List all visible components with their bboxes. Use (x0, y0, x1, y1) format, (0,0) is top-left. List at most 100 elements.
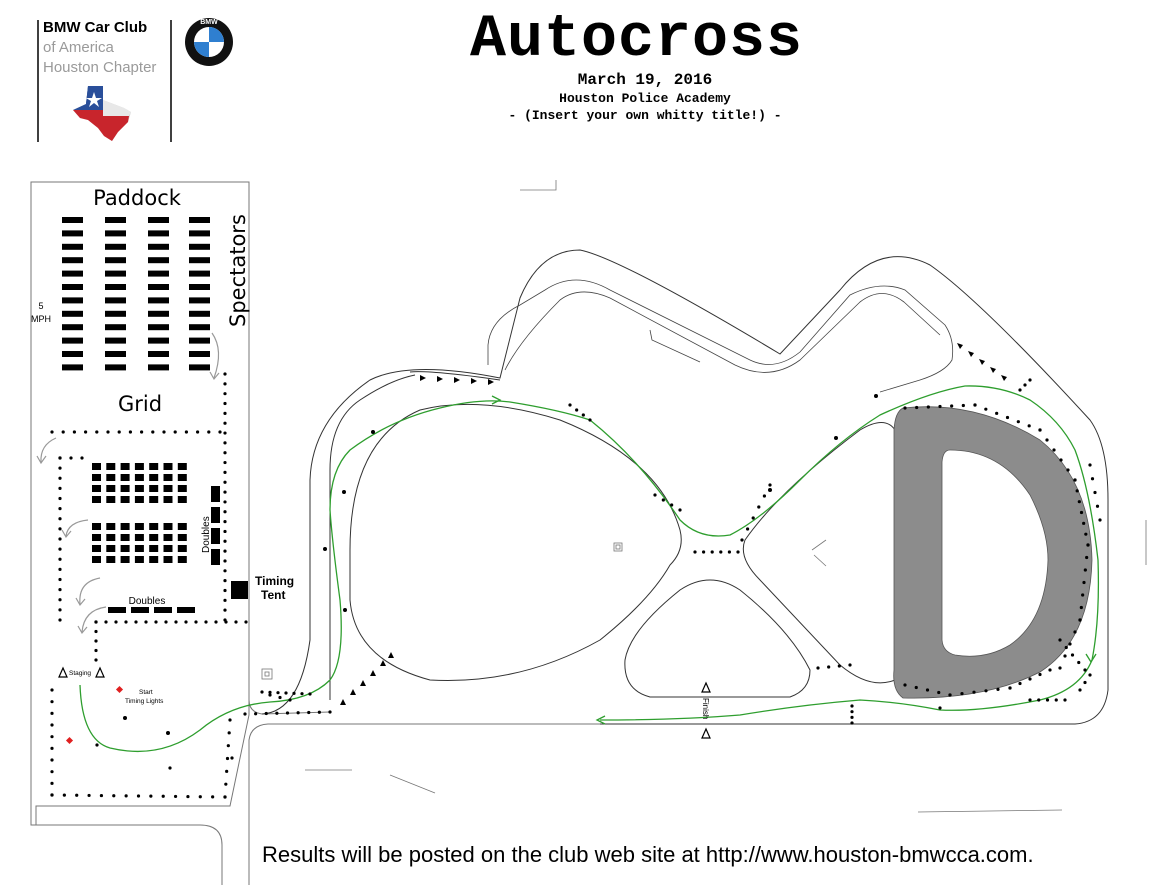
paddock-car (62, 310, 83, 317)
course-cone (1059, 458, 1063, 462)
paddock-car (62, 351, 83, 357)
course-cone (1085, 555, 1089, 560)
grid-car (177, 474, 187, 481)
course-cone (1077, 660, 1081, 665)
pit-cone (223, 490, 227, 494)
site-fixtures (261, 180, 1147, 813)
pit-cone (58, 496, 62, 501)
pit-cone (87, 793, 91, 798)
pit-cone (218, 430, 222, 434)
grid-car (149, 534, 159, 541)
pit-cone (58, 476, 62, 480)
grid-car (106, 474, 116, 481)
pit-cone (174, 620, 178, 624)
course-cone (1064, 645, 1068, 650)
pit-cone (162, 430, 166, 434)
paddock-car (148, 324, 169, 331)
paddock-car (62, 243, 83, 250)
paddock-car (105, 364, 126, 371)
course-cone (973, 403, 977, 407)
pit-cone (84, 430, 88, 434)
course-cone (1066, 468, 1070, 472)
grid-car (92, 485, 101, 492)
paddock-car (148, 243, 169, 250)
paddock-car (62, 324, 83, 331)
pit-cone (244, 620, 248, 624)
course-cone (693, 550, 697, 554)
paddock-car (148, 284, 169, 290)
course-cone (710, 550, 714, 554)
speed-limit-value: 5 (38, 301, 43, 311)
course-cone (702, 550, 706, 554)
pit-cone (211, 795, 215, 799)
pit-cone (50, 735, 54, 739)
grid-car (106, 485, 116, 492)
grid-car (106, 523, 116, 530)
pit-cone (50, 430, 54, 434)
course-cone (268, 693, 272, 697)
course-cone (937, 690, 941, 695)
course-cone (288, 698, 292, 702)
pit-cone (124, 620, 128, 624)
course-cone (285, 711, 290, 715)
paddock-car (189, 257, 210, 264)
course-cone (768, 483, 772, 487)
pit-cone (50, 770, 54, 774)
course-cone (827, 665, 831, 669)
pit-cone (164, 620, 168, 624)
course-cone (740, 538, 744, 542)
course-cone (1075, 489, 1079, 493)
course-cone (268, 690, 272, 694)
grid-car (92, 534, 101, 541)
course-cone (850, 710, 854, 714)
paddock-lot-outline (30, 182, 223, 885)
pit-cone (173, 794, 178, 799)
course-cone (736, 550, 740, 554)
paddock-car (148, 351, 169, 357)
grid-car (134, 463, 144, 470)
grid-car (120, 523, 130, 530)
paddock-car (148, 297, 169, 304)
grid-car (92, 474, 101, 481)
course-cone (1083, 680, 1087, 685)
course-cone (1093, 490, 1097, 495)
grid-car (149, 474, 159, 481)
pit-cone (80, 456, 84, 460)
course-cone (308, 692, 312, 696)
grid-car (177, 556, 187, 563)
course-cone (1045, 698, 1050, 702)
course-cone (1086, 543, 1090, 547)
spectators-label: Spectators (226, 214, 250, 327)
event-venue: Houston Police Academy (559, 91, 731, 106)
doubles-car (108, 607, 126, 613)
grid-car (177, 523, 187, 530)
pit-cone (58, 557, 62, 561)
bmw-logo-icon: BMW (185, 18, 233, 66)
direction-arrow (595, 715, 606, 725)
grid-car (134, 474, 144, 481)
pit-cone (194, 620, 198, 624)
pit-cone (223, 480, 227, 484)
results-notice: Results will be posted on the club web s… (262, 842, 1034, 867)
course-cone (230, 756, 234, 760)
doubles-car (177, 607, 195, 613)
course-cone (260, 690, 264, 694)
grid-car (106, 556, 116, 563)
course-cone (1083, 668, 1087, 672)
pit-cone (50, 746, 54, 750)
pit-cone (58, 517, 62, 521)
course-cone (1090, 477, 1095, 481)
course-cone (1081, 593, 1085, 597)
pit-cone (58, 486, 62, 490)
course-cone (837, 664, 841, 668)
course-cone (1098, 518, 1102, 522)
grid-car (163, 534, 173, 541)
pit-cone (94, 620, 98, 624)
pit-cone (112, 794, 116, 798)
doubles-car (211, 507, 220, 523)
pit-cone (223, 392, 227, 396)
pit-cone (223, 431, 227, 435)
course-cone (1038, 428, 1042, 432)
paddock-car (148, 270, 169, 277)
